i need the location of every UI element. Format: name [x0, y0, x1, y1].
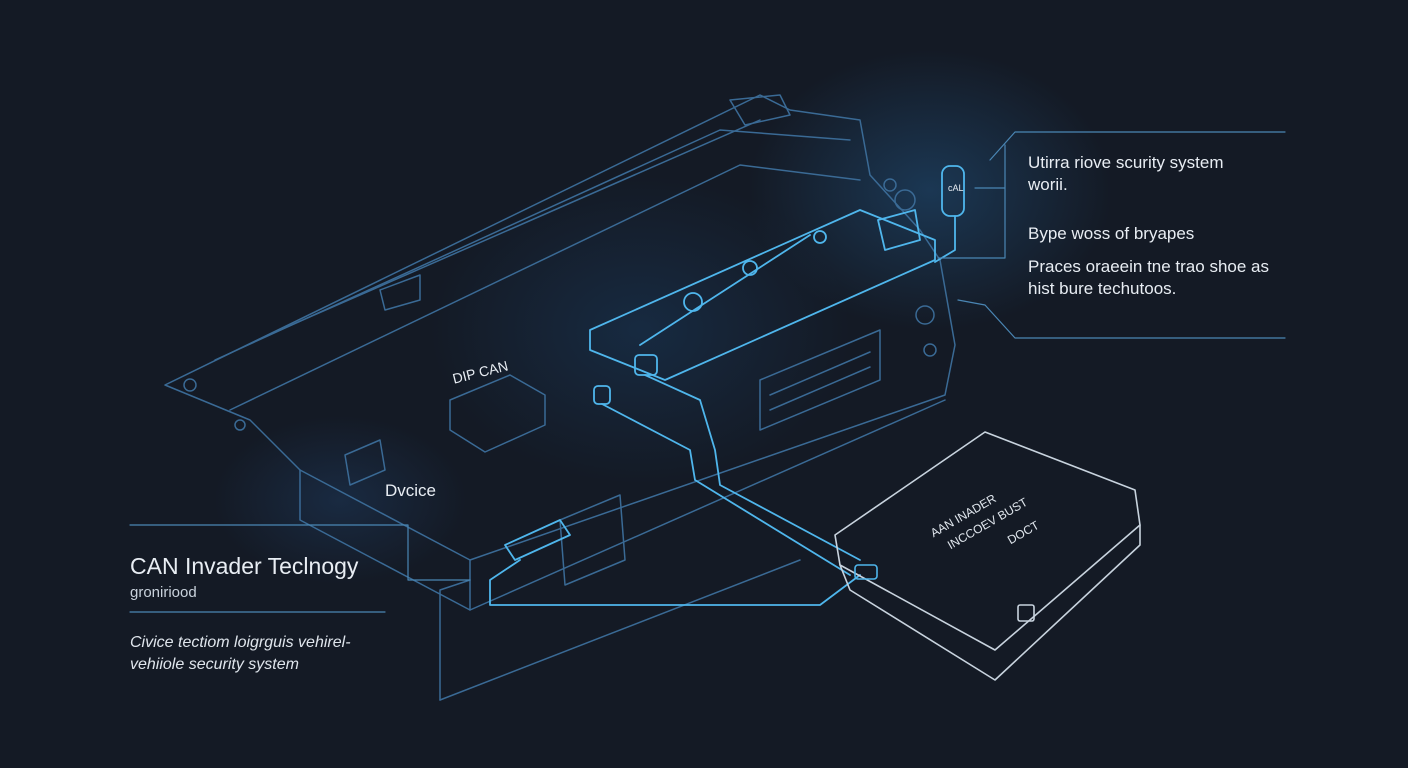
callout-lines: [129, 131, 1286, 613]
product-description: Civice tectiom loigrguis vehirel- vehiio…: [130, 632, 351, 676]
feature-heading: Bype woss of bryapes: [1028, 224, 1195, 243]
chassis-outline: [164, 94, 956, 701]
can-invader-box: [834, 431, 1141, 681]
feature-body-line-2: hist bure techutoos.: [1028, 279, 1177, 298]
feature-description-1: Utirra riove scurity system worii.: [1028, 152, 1224, 196]
description-line-2: vehiiole security system: [130, 656, 299, 673]
product-subtitle: groniriood: [130, 584, 197, 601]
description-line-1: Civice tectiom loigrguis vehirel-: [130, 634, 351, 651]
can-bus-harness: [489, 165, 965, 606]
feature-body-line-1: Praces oraeein tne trao shoe as: [1028, 257, 1269, 276]
product-title: CAN Invader Teclnogy: [130, 553, 359, 579]
device-label: Dvcice: [385, 481, 437, 500]
feature-line-1: Utirra riove scurity system: [1028, 153, 1224, 172]
connector-label: cAL: [948, 183, 964, 193]
feature-line-2: worii.: [1028, 175, 1068, 194]
dip-can-module: [449, 374, 546, 453]
feature-description-2: Praces oraeein tne trao shoe as hist bur…: [1028, 256, 1269, 300]
